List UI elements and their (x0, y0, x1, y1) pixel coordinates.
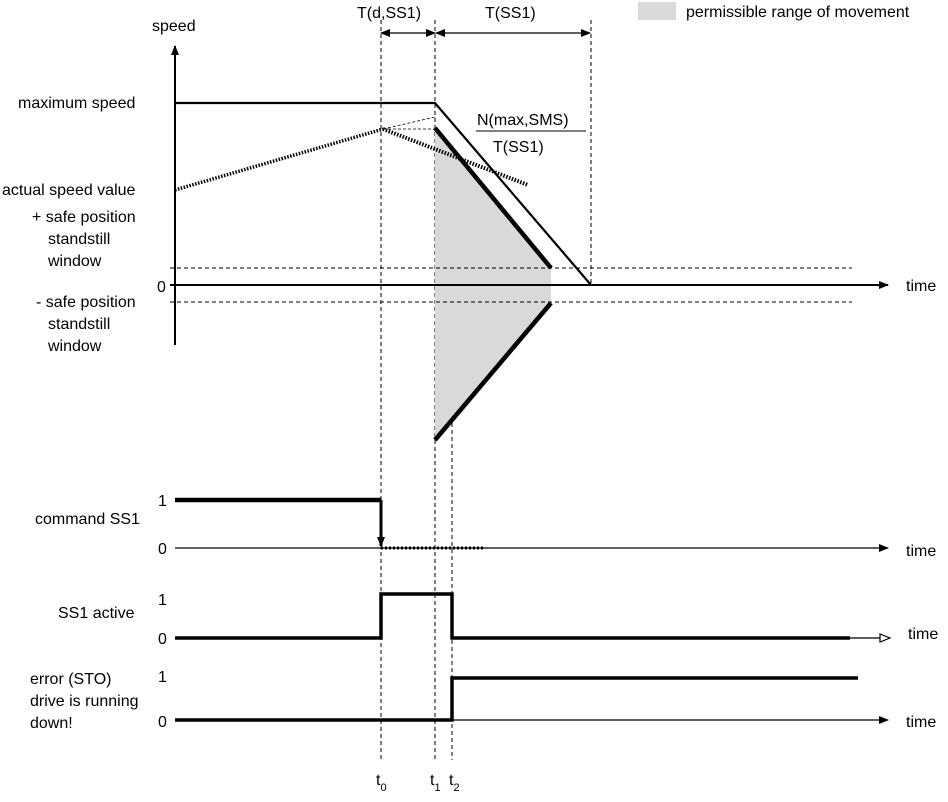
error-signal-trace (175, 676, 858, 722)
error-label-line1: error (STO) (30, 671, 111, 688)
ramp-formula-denominator: T(SS1) (493, 139, 544, 156)
speed-zero-label: 0 (157, 279, 166, 296)
time-marker-t1: t1 (430, 772, 441, 794)
plus-window-label-line2: standstill (48, 231, 110, 248)
speed-axis-label: speed (152, 18, 196, 35)
actual-speed-label: actual speed value (2, 182, 136, 199)
active-label: SS1 active (58, 605, 135, 622)
command-label: command SS1 (35, 511, 140, 528)
time-marker-t2: t2 (449, 772, 460, 794)
plus-window-label-line1: + safe position (32, 209, 136, 226)
legend-swatch (638, 2, 676, 20)
maximum-speed-line (175, 101, 592, 286)
ramp-formula-numerator: N(max,SMS) (477, 112, 569, 129)
minus-window-label-line1: - safe position (36, 294, 136, 311)
speed-time-label: time (906, 278, 936, 295)
monitoring-ramp-upper (433, 126, 553, 270)
minus-window-label-line3: window (47, 338, 102, 355)
minus-window-label-line2: standstill (48, 316, 110, 333)
monitoring-ramp-lower (433, 301, 553, 442)
command-low-label: 0 (158, 541, 167, 558)
error-low-label: 0 (158, 714, 167, 731)
error-high-label: 1 (158, 669, 167, 686)
active-low-label: 0 (158, 631, 167, 648)
error-label-line3: down! (30, 715, 73, 732)
maximum-speed-label: maximum speed (18, 95, 135, 112)
error-time-label: time (906, 714, 936, 731)
active-high-label: 1 (158, 592, 167, 609)
command-high-label: 1 (158, 493, 167, 510)
plus-window-label-line3: window (47, 253, 102, 270)
delay-interval-label: T(d,SS1) (357, 5, 421, 22)
active-time-label: time (908, 626, 938, 643)
command-time-label: time (906, 543, 936, 560)
time-marker-t0: t0 (376, 772, 387, 794)
legend-label: permissible range of movement (686, 4, 910, 21)
actual-speed-curve (174, 116, 529, 192)
error-label-line2: drive is running (30, 693, 139, 710)
active-signal-trace (175, 592, 850, 640)
ramp-interval-label: T(SS1) (485, 5, 536, 22)
